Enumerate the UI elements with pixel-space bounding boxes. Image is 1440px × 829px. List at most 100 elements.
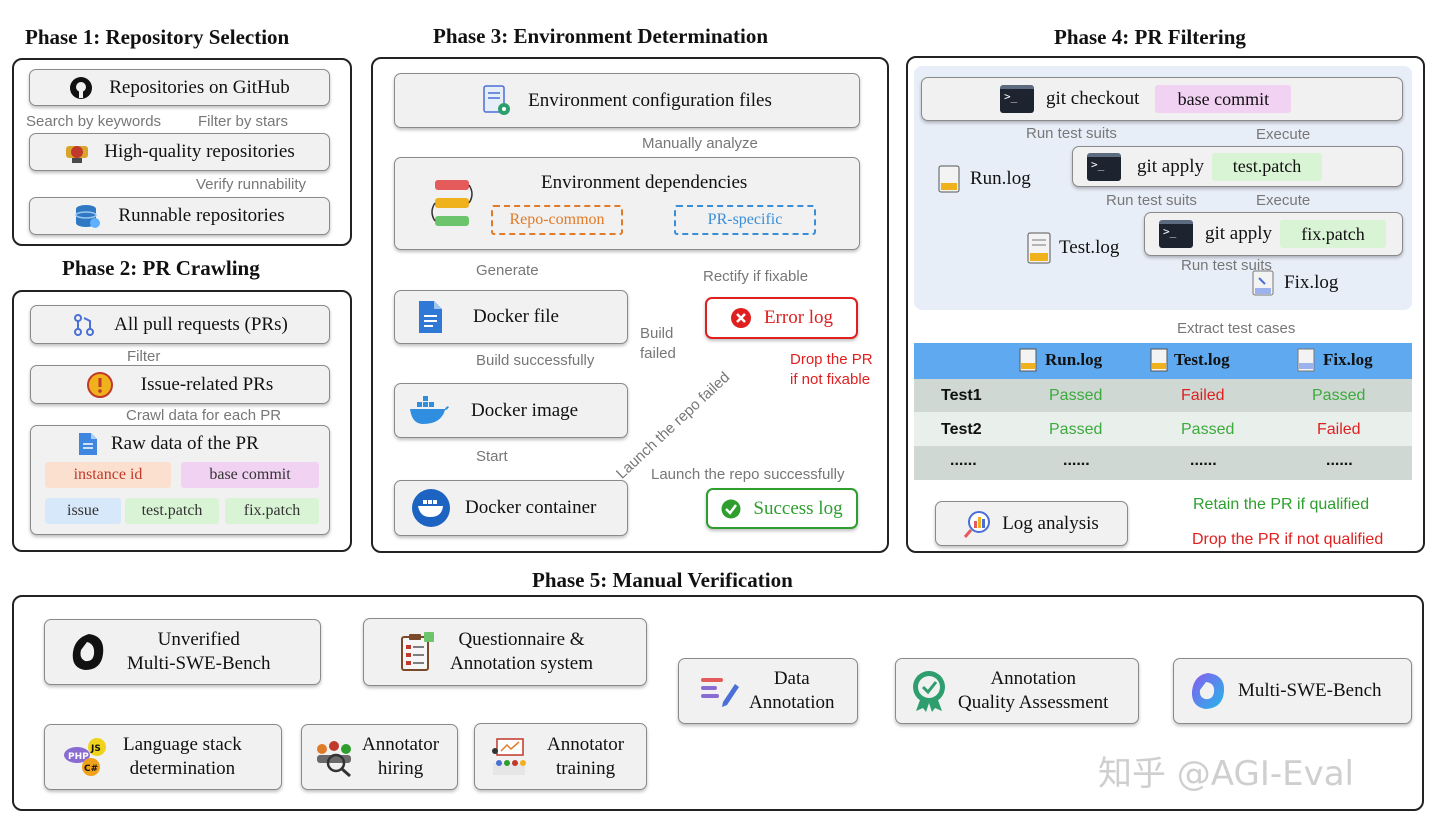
drop-pr-label-1: Drop the PR	[790, 351, 873, 368]
data-annotation-label-2: Annotation	[749, 692, 835, 713]
warning-icon	[86, 371, 113, 398]
row1-run: Passed	[1049, 387, 1103, 404]
docker-container-box[interactable]: Docker container	[394, 480, 628, 536]
table-header-fix: Fix.log	[1297, 348, 1373, 372]
git-checkout-box[interactable]: git checkout base commit	[921, 77, 1403, 121]
document-icon	[79, 433, 97, 455]
phase4-title: Phase 4: PR Filtering	[1054, 25, 1246, 49]
annotator-training-box[interactable]: Annotator training	[474, 723, 647, 790]
data-annotation-box[interactable]: Data Annotation	[678, 658, 858, 724]
svg-text:JS: JS	[90, 744, 101, 754]
launch-success-label: Launch the repo successfully	[651, 466, 845, 483]
success-log-label: Success log	[753, 497, 843, 519]
env-config-box[interactable]: Environment configuration files	[394, 73, 860, 128]
verify-runnability-label: Verify runnability	[196, 176, 307, 193]
questionnaire-clipboard-icon	[401, 632, 434, 671]
success-log-box[interactable]: Success log	[706, 488, 858, 529]
generate-label: Generate	[476, 262, 539, 279]
log-file-icon	[1252, 270, 1274, 296]
git-apply-test-box[interactable]: git apply test.patch	[1072, 146, 1403, 187]
runnable-label: Runnable repositories	[118, 205, 285, 226]
unverified-label-1: Unverified	[157, 629, 240, 651]
docker-file-box[interactable]: Docker file	[394, 290, 628, 344]
git-apply-fix-box[interactable]: git apply fix.patch	[1144, 212, 1403, 256]
row2-test: Passed	[1181, 421, 1235, 438]
fix-patch-tag: fix.patch	[225, 498, 319, 524]
git-checkout-label: git checkout	[1046, 88, 1140, 109]
questionnaire-box[interactable]: Questionnaire & Annotation system	[363, 618, 647, 686]
multi-swe-bench-box[interactable]: Multi-SWE-Bench	[1173, 658, 1412, 724]
fix-patch-tag: fix.patch	[1280, 220, 1387, 248]
repos-github-box[interactable]: Repositories on GitHub	[29, 69, 330, 106]
phase5-title: Phase 5: Manual Verification	[532, 568, 793, 592]
execute-label-2: Execute	[1256, 192, 1311, 209]
test-log-label: Test.log	[1059, 237, 1120, 258]
build-failed-label-2: failed	[640, 345, 676, 362]
search-keywords-label: Search by keywords	[26, 113, 162, 130]
questionnaire-label-1: Questionnaire &	[458, 629, 585, 651]
docker-image-label: Docker image	[471, 399, 579, 421]
hiring-label-1: Annotator	[362, 734, 440, 756]
unverified-box[interactable]: Unverified Multi-SWE-Bench	[44, 619, 321, 685]
quality-label-2: Quality Assessment	[958, 692, 1109, 713]
quality-label-1: Annotation	[990, 668, 1076, 690]
github-icon	[70, 76, 93, 99]
dependencies-icon	[431, 180, 473, 226]
quality-assessment-box[interactable]: Annotation Quality Assessment	[895, 658, 1139, 724]
test-log-item: Test.log	[1027, 232, 1119, 264]
all-prs-label: All pull requests (PRs)	[114, 313, 288, 335]
crawl-label: Crawl data for each PR	[126, 407, 282, 424]
table-row	[914, 446, 1412, 480]
annotator-hiring-box[interactable]: Annotator hiring	[301, 724, 458, 790]
error-log-box[interactable]: Error log	[705, 297, 858, 339]
training-label-2: training	[555, 757, 616, 779]
log-analysis-box[interactable]: Log analysis	[935, 501, 1128, 546]
terminal-icon	[1159, 220, 1193, 248]
row3-name: ......	[950, 452, 977, 469]
docker-container-icon	[412, 489, 450, 527]
raw-data-box[interactable]: Raw data of the PR instance id base comm…	[30, 425, 330, 535]
log-analysis-label: Log analysis	[1002, 512, 1099, 534]
unverified-label-2: Multi-SWE-Bench	[127, 653, 271, 674]
row3-fix: ......	[1326, 452, 1353, 469]
retain-label: Retain the PR if qualified	[1193, 496, 1370, 513]
build-failed-label-1: Build	[640, 325, 674, 342]
row1-name: Test1	[941, 387, 982, 404]
all-prs-box[interactable]: All pull requests (PRs)	[30, 305, 330, 344]
language-label-1: Language stack	[123, 734, 242, 756]
svg-text:C#: C#	[84, 764, 98, 774]
table-header-run: Run.log	[1019, 348, 1102, 372]
watermark-text: 知乎 @AGI-Eval	[1098, 754, 1354, 794]
phase2-title: Phase 2: PR Crawling	[62, 256, 260, 280]
issue-related-label: Issue-related PRs	[140, 373, 274, 395]
success-check-icon	[721, 499, 741, 518]
build-success-label: Build successfully	[476, 352, 595, 369]
language-label-2: determination	[129, 758, 236, 779]
start-label: Start	[476, 448, 508, 465]
docker-image-box[interactable]: Docker image	[394, 383, 628, 438]
high-quality-box[interactable]: High-quality repositories	[29, 133, 330, 171]
repos-github-label: Repositories on GitHub	[109, 76, 290, 98]
log-file-icon	[1297, 348, 1315, 372]
error-icon	[730, 308, 751, 328]
fix-log-label: Fix.log	[1284, 272, 1339, 293]
docker-file-icon	[419, 301, 442, 333]
git-apply-label-2: git apply	[1205, 223, 1273, 244]
hiring-magnifier-icon	[317, 741, 351, 778]
runnable-box[interactable]: Runnable repositories	[29, 197, 330, 235]
run-test-suits-label-3: Run test suits	[1181, 257, 1272, 274]
row2-run: Passed	[1049, 421, 1103, 438]
multi-swe-bench-label: Multi-SWE-Bench	[1238, 680, 1382, 701]
issue-related-box[interactable]: Issue-related PRs	[30, 365, 330, 404]
training-label-1: Annotator	[547, 733, 625, 755]
row1-test: Failed	[1181, 387, 1225, 404]
analysis-magnifier-icon	[964, 510, 991, 538]
data-annotation-label-1: Data	[773, 668, 810, 690]
row2-name: Test2	[941, 421, 982, 438]
filter-label: Filter	[127, 348, 161, 365]
env-deps-box[interactable]: Environment dependencies Repo-common PR-…	[394, 157, 860, 250]
fix-log-item: Fix.log	[1252, 270, 1338, 296]
filter-stars-label: Filter by stars	[198, 113, 289, 130]
